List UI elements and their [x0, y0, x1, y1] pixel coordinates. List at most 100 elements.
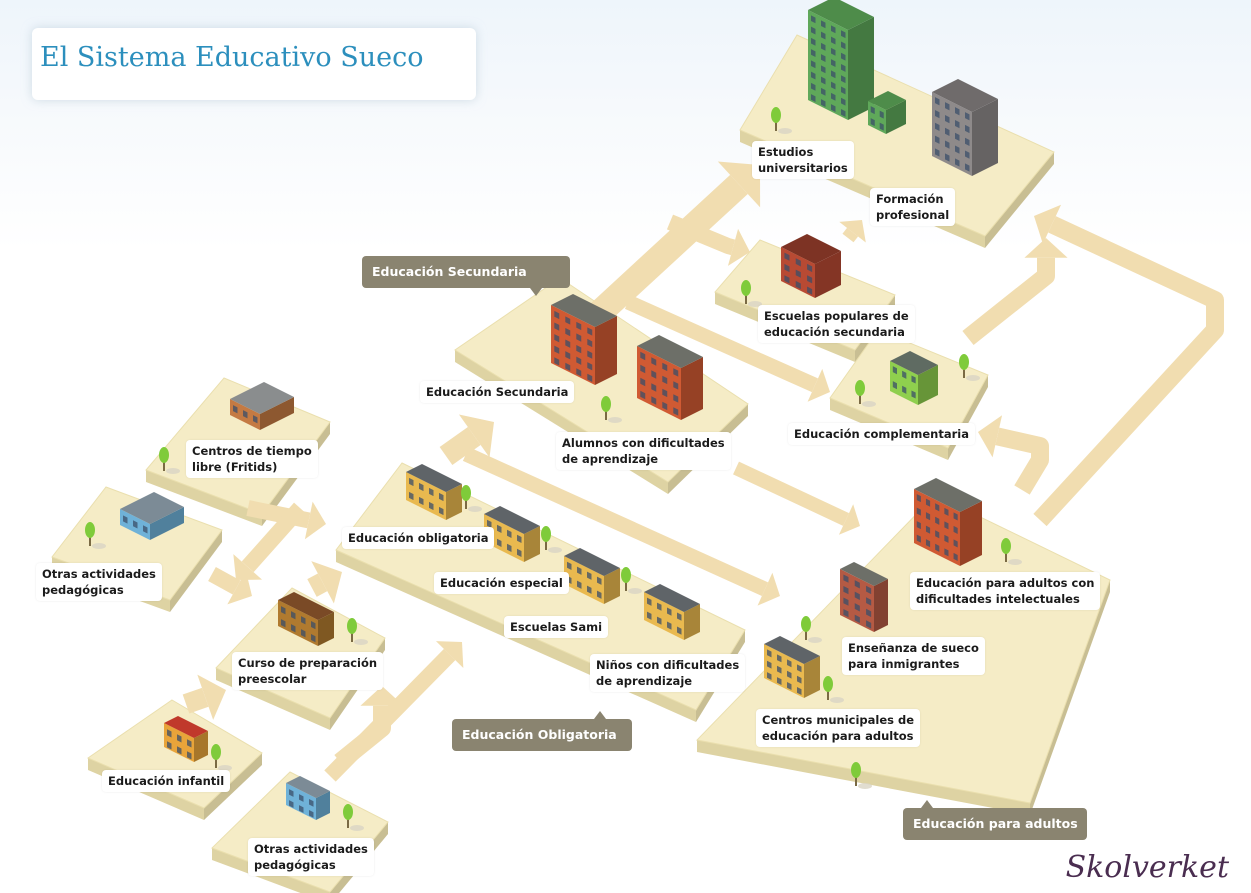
building-secundaria-1-window	[587, 362, 593, 371]
building-infantil-window	[177, 746, 182, 755]
arrow-adultos-to-complementaria-head	[978, 415, 1003, 458]
building-universidad-tower-window	[831, 47, 836, 56]
building-tiempo-libre-window	[243, 410, 248, 419]
tree-crown	[461, 485, 471, 501]
arrow-escuelas-to-formacion-head	[839, 220, 866, 243]
building-preescolar-window	[301, 629, 306, 638]
building-infantil-roof	[164, 716, 208, 738]
building-secundaria-2-window	[662, 375, 668, 385]
building-sueco-inmigrantes	[840, 562, 888, 632]
tree-3	[959, 354, 980, 381]
tree-12	[343, 804, 364, 831]
building-universidad-tower-window	[821, 20, 826, 29]
building-infantil-side	[194, 731, 208, 762]
building-sueco-inmigrantes-window	[843, 586, 849, 595]
building-sami-window	[587, 585, 592, 594]
building-especial-window	[507, 543, 512, 553]
arrow-otras2-to-obligatoria-head	[435, 641, 464, 669]
building-secundaria-1-window	[554, 334, 560, 343]
platform-infantil-side-right	[204, 753, 262, 820]
building-centros-municipales-window	[797, 687, 802, 695]
tree-11	[211, 744, 232, 771]
tree-shadow	[166, 468, 180, 474]
building-adultos-intelectuales-window	[925, 498, 931, 507]
building-preescolar-front	[278, 600, 318, 646]
arrow-otras1-to-preescolar	[208, 566, 252, 605]
building-secundaria-2-window	[640, 351, 646, 361]
building-obligatoria-window	[409, 477, 414, 487]
building-centros-municipales-window	[797, 675, 802, 684]
arrow-otras2-to-obligatoria-shaft	[324, 648, 456, 782]
building-secundaria-1-window	[576, 368, 582, 377]
building-universidad-annex-window	[879, 110, 884, 119]
label-sueco-inmigrantes: Enseñanza de sueco para inmigrantes	[842, 637, 985, 675]
building-secundaria-2-window	[651, 383, 657, 392]
building-escuelas-populares-window	[784, 252, 790, 261]
building-formacion-profesional-window	[965, 163, 970, 172]
building-universidad-tower-window	[821, 54, 826, 62]
building-secundaria-1-window	[576, 333, 582, 342]
tree-shadow	[218, 765, 232, 771]
building-ninos-dificultades	[644, 584, 700, 640]
building-formacion-profesional-window	[945, 102, 950, 111]
building-centros-municipales-window	[787, 670, 792, 679]
building-ninos-dificultades-front	[644, 592, 684, 640]
building-formacion-profesional-window	[955, 107, 960, 116]
building-secundaria-1-roof	[551, 294, 617, 327]
tree-shadow	[354, 639, 368, 645]
tree-16	[1001, 538, 1022, 565]
building-especial-side	[524, 526, 540, 562]
building-universidad-tower-window	[831, 104, 836, 112]
building-escuelas-populares-window	[807, 263, 813, 273]
tree-crown	[1001, 538, 1011, 554]
building-obligatoria-side	[446, 484, 462, 520]
building-secundaria-2-front	[637, 346, 681, 420]
arrow-secundaria-to-complementaria-shaft	[624, 295, 818, 393]
label-especial: Educación especial	[434, 572, 569, 594]
building-adultos-intelectuales-side	[960, 501, 982, 566]
arrow-otras1-to-preescolar-head	[227, 570, 252, 605]
building-tiempo-libre-side	[260, 397, 294, 430]
building-adultos-intelectuales-window	[953, 552, 958, 561]
building-especial	[484, 506, 540, 562]
building-especial-window	[487, 519, 492, 529]
building-obligatoria-window	[439, 506, 444, 516]
building-secundaria-2-window	[651, 370, 657, 379]
label-formacion-profesional: Formación profesional	[870, 188, 956, 226]
arrow-complementaria-to-formacion-head	[1024, 238, 1068, 258]
building-obligatoria	[406, 464, 462, 520]
building-secundaria-2-side	[681, 357, 703, 420]
building-sami-window	[597, 590, 602, 599]
building-formacion-profesional-window	[935, 109, 940, 119]
building-universidad-annex-window	[879, 122, 884, 131]
building-universidad-tower-window	[821, 42, 826, 51]
building-sueco-inmigrantes-roof	[840, 562, 888, 586]
building-secundaria-1-window	[554, 357, 560, 366]
building-universidad-tower-window	[811, 71, 816, 80]
building-secundaria-1-window	[554, 322, 560, 331]
building-universidad-annex-side	[886, 100, 906, 134]
building-ninos-dificultades-window	[667, 621, 672, 630]
building-secundaria-2-window	[640, 364, 646, 374]
building-formacion-profesional-window	[935, 97, 940, 106]
building-formacion-profesional-window	[965, 150, 970, 159]
building-infantil	[164, 716, 208, 762]
building-sami-window	[597, 576, 602, 585]
building-formacion-profesional-window	[955, 119, 960, 129]
building-adultos-intelectuales-window	[925, 525, 931, 534]
tree-shadow	[548, 547, 562, 553]
building-ninos-dificultades-window	[647, 597, 652, 606]
tree-15	[851, 762, 872, 789]
building-sami-front	[564, 556, 604, 604]
arrow-to-escuelas-populares	[666, 214, 750, 266]
label-secundaria-dificultades: Alumnos con dificultades de aprendizaje	[556, 432, 731, 470]
arrow-obligatoria-to-adultos-shaft	[462, 447, 769, 597]
building-obligatoria-roof	[406, 464, 462, 492]
arrow-obligatoria-to-secundaria	[439, 414, 494, 465]
building-escuelas-populares-window	[784, 263, 790, 273]
tree-14	[823, 676, 844, 703]
arrow-secundaria-to-complementaria	[624, 295, 830, 402]
building-centros-municipales-window	[777, 677, 782, 685]
building-otras-2-side	[316, 791, 330, 820]
building-universidad-tower-window	[841, 75, 846, 84]
